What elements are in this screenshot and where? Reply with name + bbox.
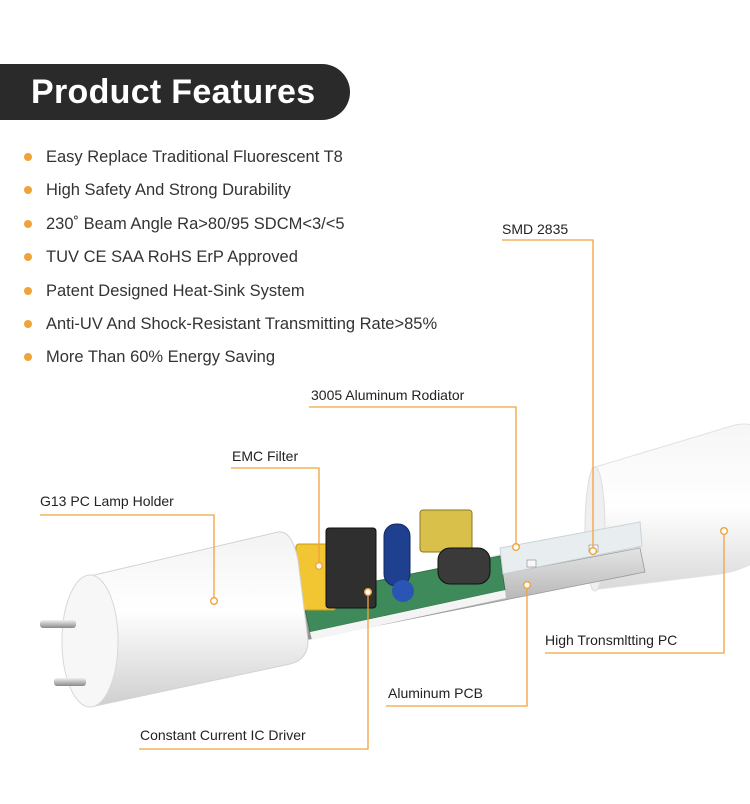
lamp-holder [40,531,309,708]
pc-leader [545,531,725,654]
holder-leader [40,514,215,601]
label-aluminum-pcb: Aluminum PCB [388,685,483,701]
electrolytic-capacitor [383,523,411,587]
callout-dots [209,527,729,606]
pin-icon [54,678,86,686]
feature-item: 230˚ Beam Angle Ra>80/95 SDCM<3/<5 [24,211,437,244]
feature-item: Easy Replace Traditional Fluorescent T8 [24,144,437,177]
driver-components [295,509,491,611]
bullet-icon [24,219,32,228]
feature-list: Easy Replace Traditional Fluorescent T8 … [24,144,437,378]
label-ic-driver: Constant Current IC Driver [140,727,306,743]
page-title: Product Features [31,73,316,111]
title-banner: Product Features [0,64,350,120]
bullet-icon [24,353,32,362]
output-capacitor [437,547,491,585]
bullet-icon [24,319,32,328]
label-transmitting-pc: High Tronsmltting PC [545,632,678,648]
bullet-icon [24,153,32,161]
driver-leader [139,592,369,750]
pin-icon [40,620,76,628]
emc-leader [231,467,320,566]
radiator-leader [309,406,517,547]
feature-item: TUV CE SAA RoHS ErP Approved [24,244,437,277]
bullet-icon [24,253,32,262]
bullet-icon [24,186,32,195]
pcb-leader [386,585,528,707]
callout-lines [40,239,725,750]
feature-item: More Than 60% Energy Saving [24,344,437,377]
label-smd-2835: SMD 2835 [502,221,569,237]
transformer [419,509,473,553]
inductor-block [325,527,377,609]
label-aluminum-radiator: 3005 Aluminum Rodiator [311,387,465,403]
label-lamp-holder: G13 PC Lamp Holder [40,493,174,509]
ceramic-capacitor [392,580,414,602]
label-emc-filter: EMC Filter [232,448,299,464]
feature-item: High Safety And Strong Durability [24,177,437,210]
feature-item: Anti-UV And Shock-Resistant Transmitting… [24,311,437,344]
bullet-icon [24,286,32,295]
feature-item: Patent Designed Heat-Sink System [24,278,437,311]
led-chip-icon [526,559,537,568]
smd-leader [502,239,594,551]
